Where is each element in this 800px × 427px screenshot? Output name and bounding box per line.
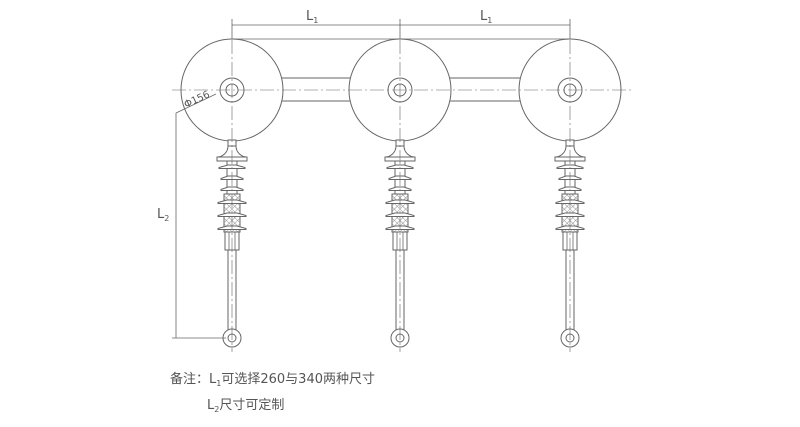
note-prefix: 备注：	[170, 371, 209, 387]
l1-label-left: L1	[306, 9, 318, 25]
note-line-2: L2尺寸可定制	[207, 398, 284, 414]
l1-label-right: L1	[480, 9, 492, 25]
l2-label: L2	[157, 207, 169, 223]
diameter-leader-line	[175, 93, 217, 114]
note-line-1: 备注：L1可选择260与340两种尺寸	[170, 371, 375, 388]
